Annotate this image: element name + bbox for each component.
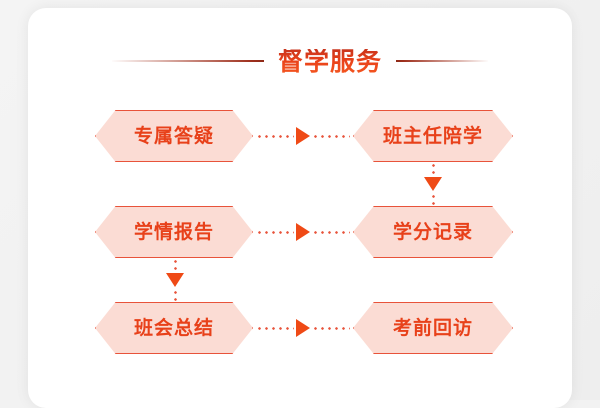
flow-node-label: 学分记录 [392, 220, 473, 243]
dotted-line [256, 134, 294, 138]
dotted-line [173, 258, 177, 271]
flow-node-label: 考前回访 [392, 316, 473, 339]
arrow-right-icon [296, 319, 310, 337]
arrow-down-icon [424, 177, 442, 191]
connector-arrow-down-left-column [164, 258, 186, 302]
flow-node-label: 班会总结 [133, 316, 214, 339]
section-header: 督学服务 [28, 38, 572, 84]
connector-arrow-right-row1 [256, 125, 350, 147]
flow-node-credit-record[interactable]: 学分记录 [353, 206, 513, 258]
dotted-line [312, 134, 350, 138]
dotted-line [312, 230, 350, 234]
dotted-line [173, 289, 177, 302]
arrow-down-icon [166, 273, 184, 287]
flow-node-headteacher-study[interactable]: 班主任陪学 [353, 110, 513, 162]
connector-arrow-right-row2 [256, 221, 350, 243]
flow-node-study-report[interactable]: 学情报告 [95, 206, 253, 258]
header-rule-right [396, 60, 488, 62]
flow-node-exclusive-qa[interactable]: 专属答疑 [95, 110, 253, 162]
flow-node-label: 学情报告 [133, 220, 214, 243]
dotted-line [431, 162, 435, 175]
content-card: 督学服务 专属答疑 班主任陪学 学情报告 学分记录 班会总结 [28, 8, 572, 408]
page-title: 督学服务 [264, 49, 396, 74]
dotted-line [312, 326, 350, 330]
header-rule-left [111, 60, 264, 62]
arrow-right-icon [296, 223, 310, 241]
flow-node-label: 班主任陪学 [382, 124, 483, 147]
dotted-line [256, 326, 294, 330]
dotted-line [431, 193, 435, 206]
flow-diagram: 专属答疑 班主任陪学 学情报告 学分记录 班会总结 考前回访 [28, 96, 572, 386]
flow-node-class-summary[interactable]: 班会总结 [95, 302, 253, 354]
connector-arrow-right-row3 [256, 317, 350, 339]
connector-arrow-down-right-column [422, 162, 444, 206]
arrow-right-icon [296, 127, 310, 145]
flow-node-label: 专属答疑 [133, 124, 214, 147]
dotted-line [256, 230, 294, 234]
flow-node-pre-exam-revisit[interactable]: 考前回访 [353, 302, 513, 354]
